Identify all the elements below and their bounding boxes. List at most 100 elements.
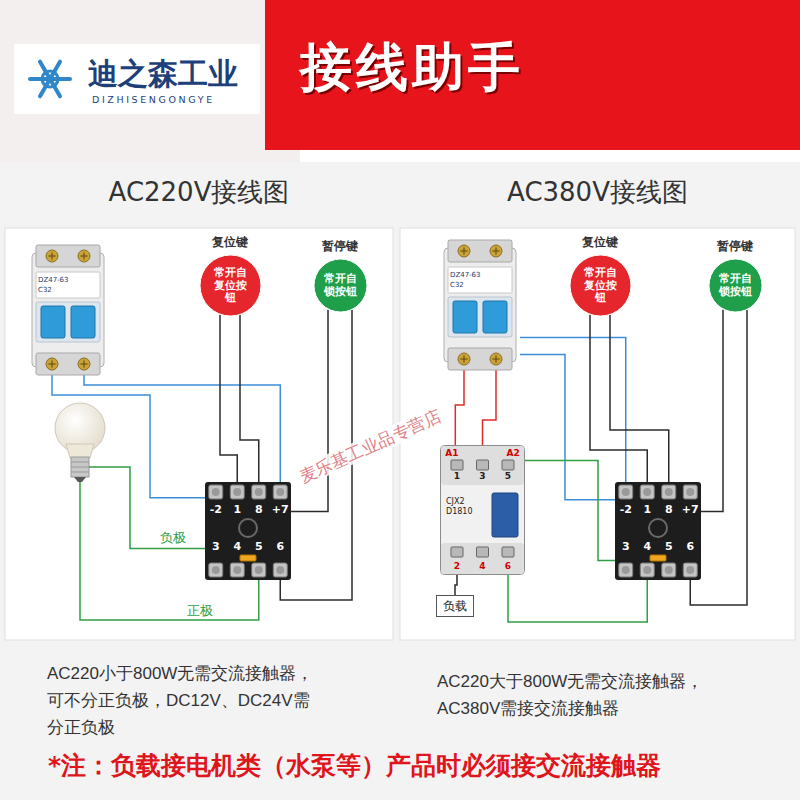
brand-pinyin: DIZHISENGONGYE [92,94,215,106]
ac-contactor: A1A2135CJX2 D1810246 [440,445,525,575]
screw-slot [51,253,52,260]
logo-icon [30,62,70,97]
terminal-screw [209,563,223,577]
text-holder: 复位键 [212,235,248,250]
page-title: 接线助手 [300,36,524,98]
pin-number: 8 [255,503,263,516]
pin-number: 5 [665,540,673,553]
toggle [453,301,477,333]
text-holder: 8 [665,503,673,516]
terminal-screw [477,547,489,557]
push-button: 暂停键常开自锁按钮 [313,258,368,313]
screw-head [622,566,630,574]
terminal-block [36,245,100,267]
text-holder: -2 [210,503,222,516]
screw-head [276,566,284,574]
terminal-screw [640,485,654,499]
contactor-body [441,446,525,575]
text-holder: 常开自复位按钮 [209,266,251,304]
wire [455,575,457,595]
button-label: 常开自复位按钮 [209,266,251,304]
text-holder: 3 [212,540,220,553]
pin-number: 1 [643,503,651,516]
text-holder: 常开自锁按钮 [319,272,361,297]
screw-head [665,566,673,574]
text-holder: 暂停键 [322,239,358,254]
wire [483,370,497,445]
terminal-screw [230,563,244,577]
wire [240,315,259,482]
button-disc [570,255,631,316]
model-number: CJX2 D1810 [446,497,490,517]
text-holder: +7 [272,503,289,516]
relay-socket: -2 1 8 +7 34 56 [615,482,701,580]
label-holder: 迪之森工业 [88,56,238,92]
brand-name: 迪之森工业 [88,56,238,92]
text-holder: 复位键 [582,235,618,250]
text-holder: AC220V接线图 [5,176,393,208]
release-clip [650,555,666,561]
wire [220,315,237,482]
wiring-panel: AC220V接线图复位键常开自复位按钮暂停键常开自锁按钮DZ47-63C32-2… [5,228,393,640]
terminal-screw [78,358,90,370]
breaker-body [32,253,104,367]
screw-slot [51,361,52,368]
pin-number: +7 [272,503,289,516]
toggle [483,301,507,333]
pin-number: +7 [682,503,699,516]
screw-head [255,566,263,574]
text-holder: 3 [622,540,630,553]
title-band [265,0,800,150]
nameplate [36,272,100,298]
terminal-screw [477,460,489,470]
text-holder: A2 [506,448,519,458]
terminal-screw [502,547,514,557]
button-caption: 复位键 [582,235,618,250]
screw-head [255,488,263,496]
screw-slot [495,248,496,255]
warning-note: *注：负载接电机类（水泵等）产品时必须接交流接触器 [48,750,661,782]
push-button: 复位键常开自复位按钮 [569,254,632,317]
text-holder: 5 [665,540,673,553]
panel-ground [5,228,393,640]
pin-number: 3 [622,540,630,553]
label-holder: DIZHISENGONGYE [92,94,215,106]
relay-socket: -218+73456 [205,482,291,580]
text-holder: C32 [450,281,464,289]
label-holder: 负极 [158,530,188,545]
relay-drawing [205,482,291,580]
label-holder: *注：负载接电机类（水泵等）产品时必须接交流接触器 [48,750,661,782]
note: AC220小于800W无需交流接触器， 可不分正负极，DC12V、DC24V需 … [47,660,347,741]
terminal-screw [46,358,58,370]
terminal-screw [640,563,654,577]
wire [525,461,615,561]
toggle [41,306,65,338]
terminal-label: 6 [505,561,511,571]
text-holder: AC380V接线图 [400,176,795,208]
terminal-block [448,240,512,262]
screw-head [665,488,673,496]
text-holder: 常开自复位按钮 [579,266,621,304]
terminal-label: A1 [445,448,458,458]
breaker-drawing [28,245,108,375]
text-holder: +7 [682,503,699,516]
logo-plate [14,44,260,114]
button-label: 常开自复位按钮 [579,266,621,304]
screw-head [686,488,694,496]
pin-number: -2 [620,503,632,516]
breaker-marking: DZ47-63 [450,271,481,279]
pin-number: 4 [643,540,651,553]
wire-label: 正极 [185,603,215,618]
toggle-well [448,297,512,337]
note: AC220大于800W无需交流接触器， AC380V需接交流接触器 [437,668,737,722]
push-button: 复位键常开自复位按钮 [199,254,262,317]
label-holder: 麦乐基工业品专营店 [294,405,446,487]
toggle [71,306,95,338]
terminal-label: 4 [479,561,485,571]
wire [508,575,647,622]
text-holder: 1 [643,503,651,516]
text-holder: 6 [686,540,694,553]
terminal-screw [683,563,697,577]
